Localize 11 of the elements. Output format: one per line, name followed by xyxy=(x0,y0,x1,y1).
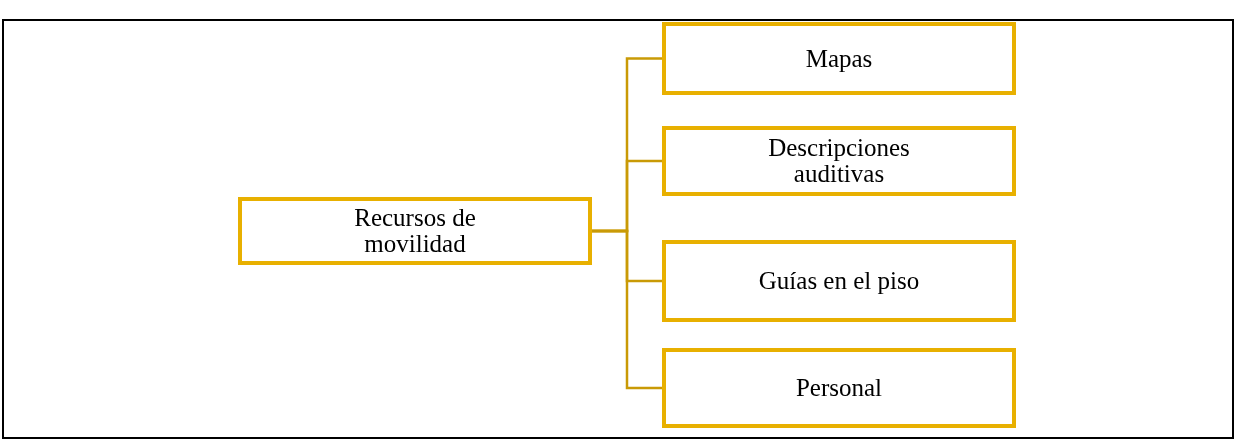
text-box xyxy=(662,240,1016,322)
text-box xyxy=(238,197,592,265)
connector-line xyxy=(592,229,662,390)
text-box xyxy=(662,22,1016,95)
box-label: Mapas xyxy=(805,45,873,72)
box-label: Recursos de movilidad xyxy=(353,205,477,257)
box-label: Personal xyxy=(795,375,883,401)
text-box xyxy=(662,126,1016,196)
box-label: Descripciones auditivas xyxy=(767,135,911,187)
box-label: Guías en el piso xyxy=(758,268,920,294)
text-box xyxy=(662,348,1016,428)
